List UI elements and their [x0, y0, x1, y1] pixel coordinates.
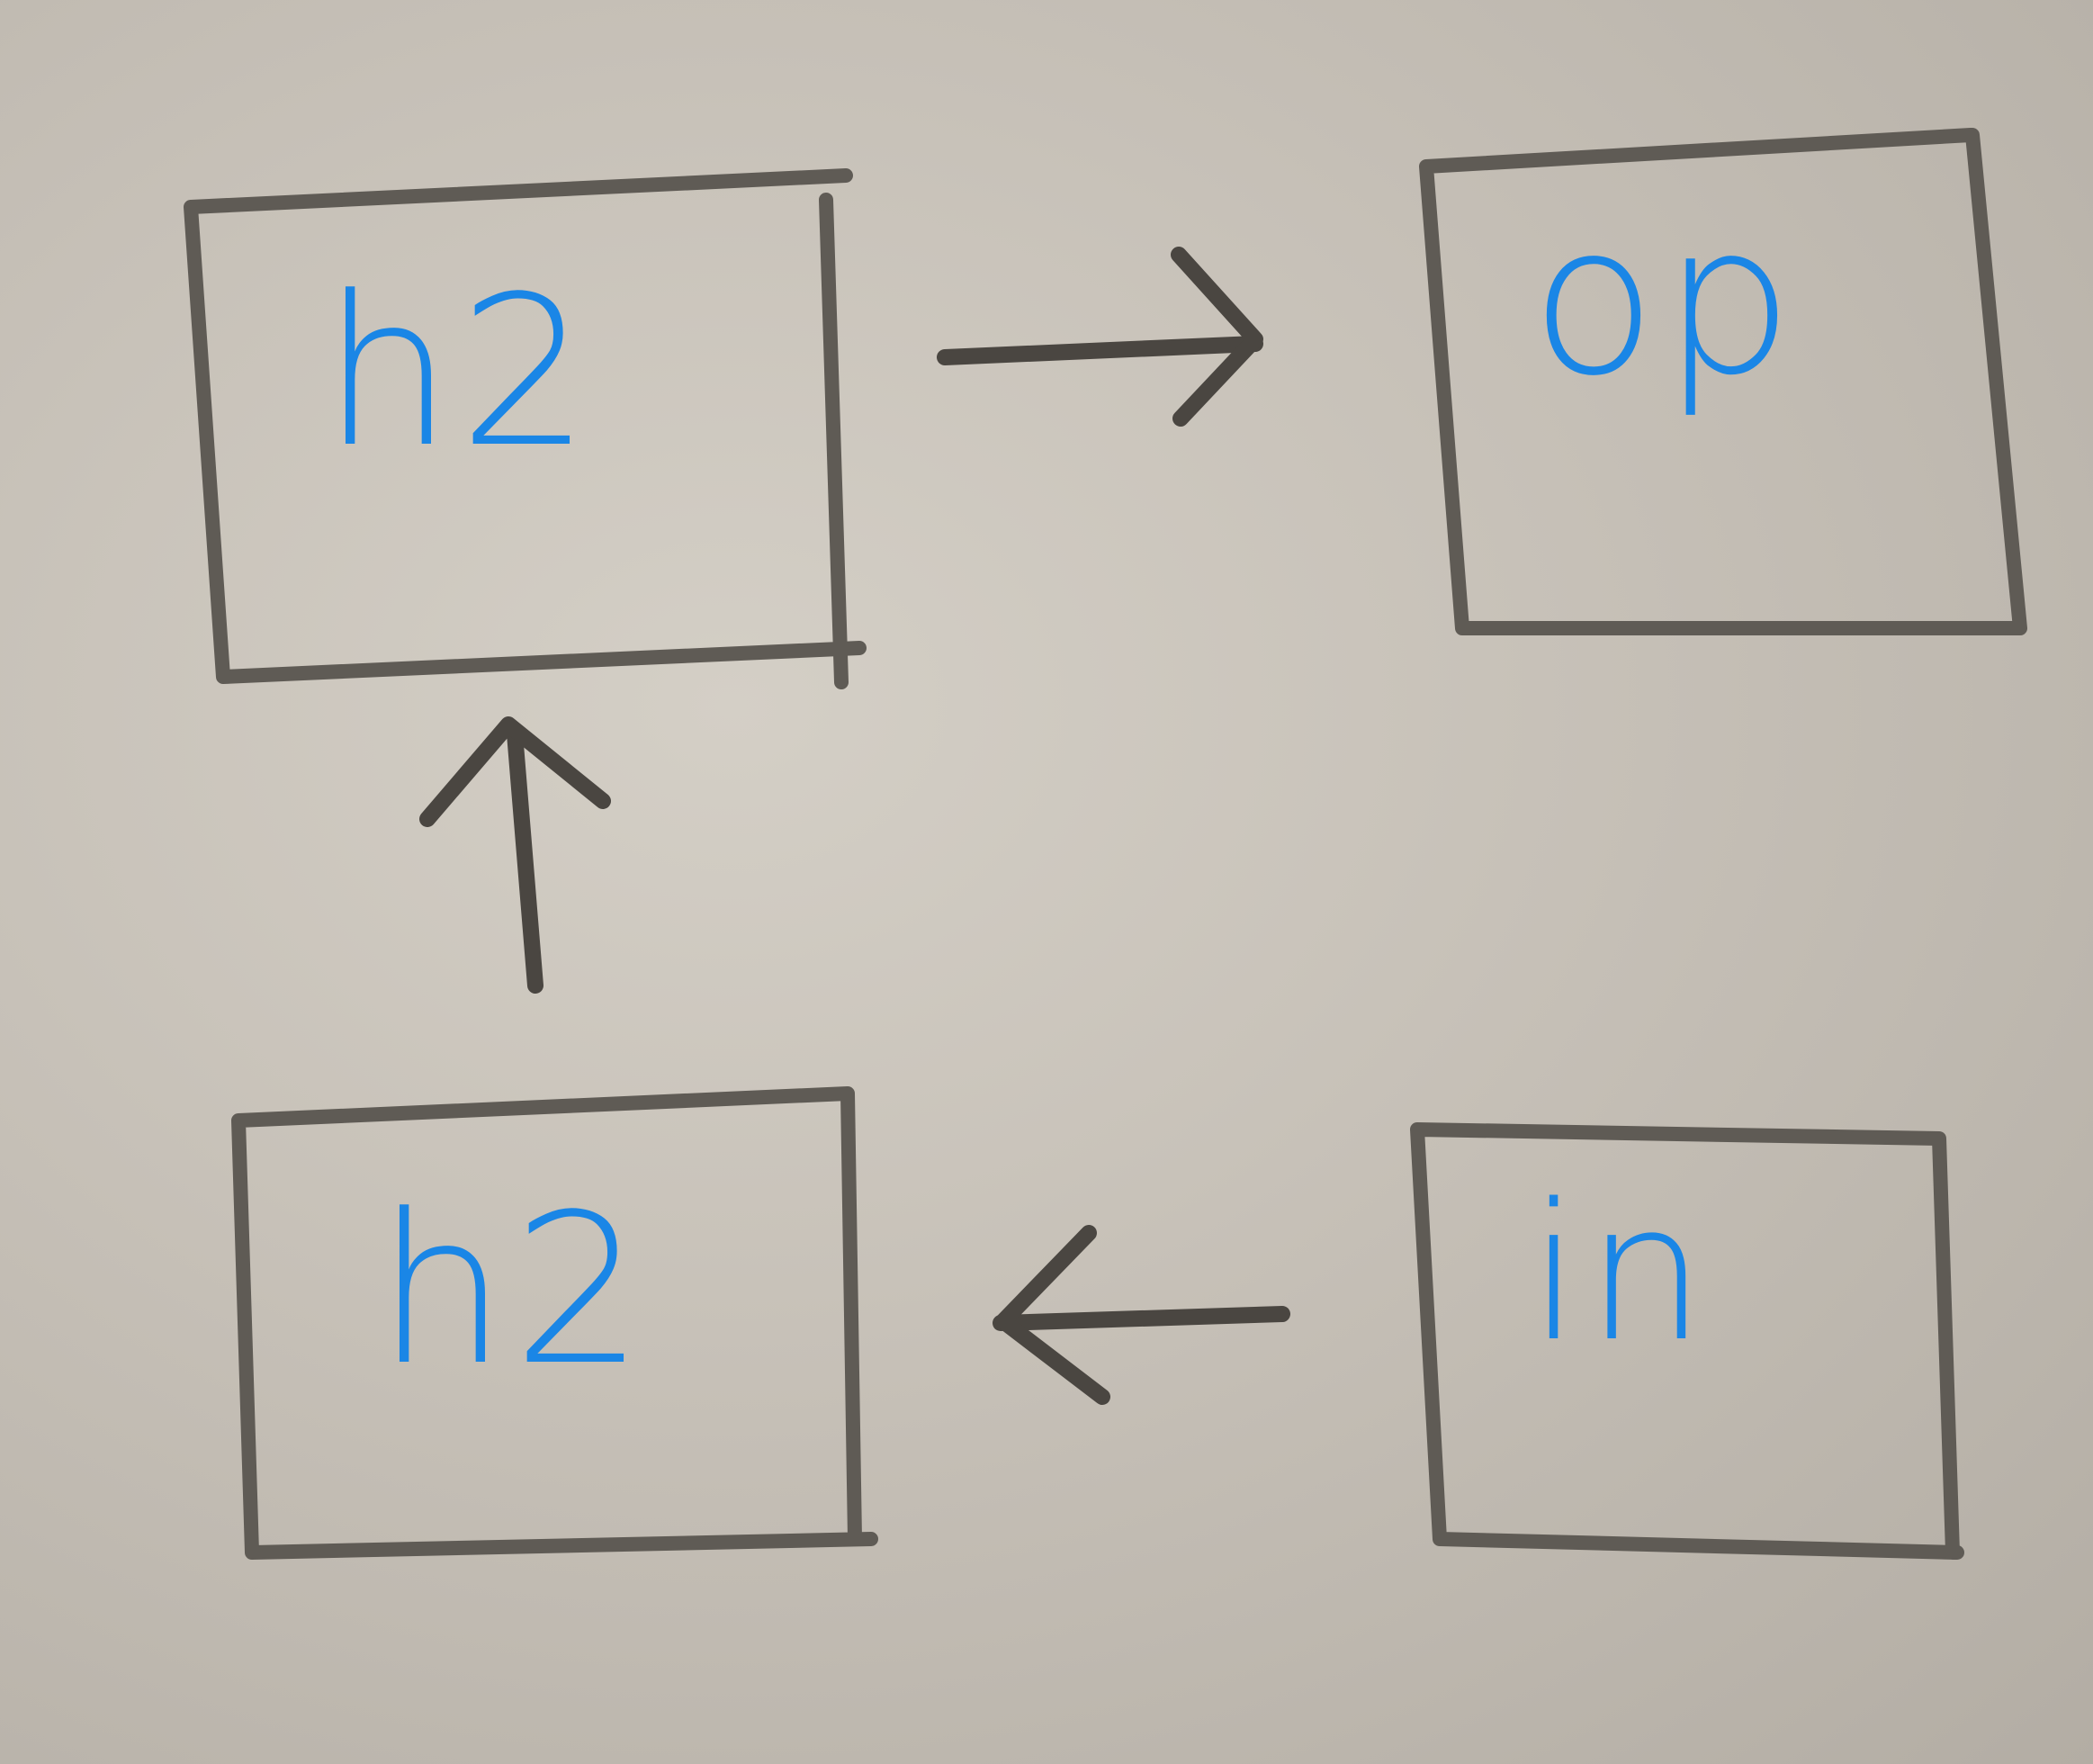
node-label-h2-bottom: h2 [375, 1171, 651, 1411]
node-label-h2-top: h2 [321, 253, 597, 493]
node-box-bottom-right [1410, 1122, 1964, 1560]
arrow-right [937, 247, 1263, 427]
arrow-up [419, 716, 611, 994]
node-box-top-left [184, 168, 867, 689]
node-label-op: op [1530, 181, 1800, 421]
node-label-in: in [1528, 1163, 1711, 1383]
node-box-top-right [1419, 128, 2027, 635]
arrow-left [993, 1225, 1290, 1405]
node-box-bottom-left [231, 1086, 878, 1560]
